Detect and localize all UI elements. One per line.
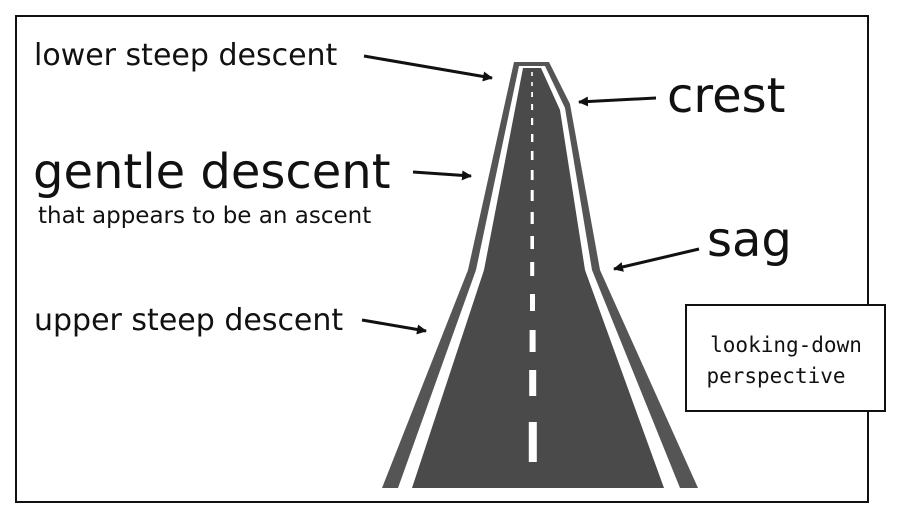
arrow-sag: [613, 247, 700, 272]
perspective-note-line-2: perspective: [706, 364, 845, 388]
arrow-gentle-descent: [412, 170, 472, 181]
center-dash: [531, 82, 533, 86]
perspective-note-border: [685, 304, 886, 412]
label-gentle-descent-note: that appears to be an ascent: [38, 203, 371, 229]
road-surface: [412, 68, 664, 488]
center-dash: [530, 294, 535, 311]
center-dash: [531, 118, 534, 125]
center-dash: [531, 104, 534, 110]
arrow-lower-steep-descent: [363, 54, 493, 82]
perspective-note-line-1: looking-down: [710, 333, 862, 357]
label-crest: crest: [667, 68, 785, 124]
center-dash: [529, 370, 537, 396]
center-dash: [531, 134, 534, 142]
perspective-note-box: looking-down perspective: [685, 304, 886, 412]
label-lower-steep-descent: lower steep descent: [34, 38, 338, 73]
center-dash: [530, 170, 534, 180]
center-dash: [531, 92, 533, 97]
label-gentle-descent: gentle descent: [33, 144, 391, 200]
center-dash: [529, 330, 536, 352]
label-sag: sag: [707, 212, 792, 268]
center-dash: [530, 151, 534, 160]
arrow-crest: [578, 96, 657, 107]
center-dash: [530, 262, 535, 276]
center-dash: [530, 236, 534, 249]
center-dash: [530, 212, 534, 224]
center-dash: [530, 190, 534, 201]
arrow-upper-steep-descent: [361, 318, 427, 335]
center-dash: [528, 422, 537, 462]
center-dashes: [528, 72, 537, 462]
label-upper-steep-descent: upper steep descent: [34, 303, 343, 338]
center-dash: [531, 72, 533, 76]
